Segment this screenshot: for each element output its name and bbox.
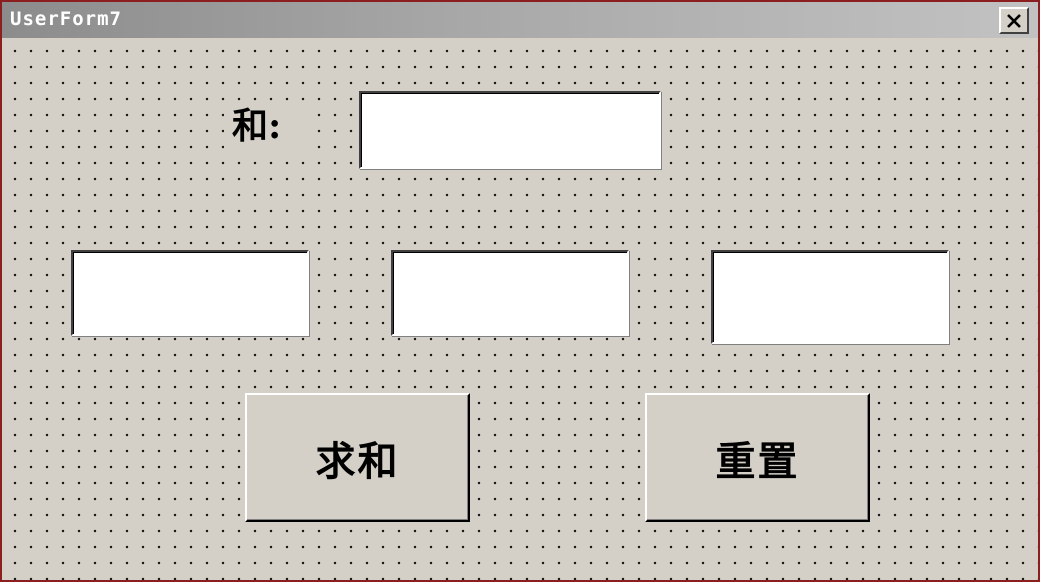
title-bar[interactable]: UserForm7 [2, 2, 1038, 38]
number-input-2[interactable] [391, 250, 629, 336]
sum-result-input[interactable] [359, 91, 661, 169]
window-title: UserForm7 [10, 8, 122, 30]
sum-button[interactable]: 求和 [245, 393, 470, 522]
close-icon [1007, 13, 1021, 28]
sum-label: 和: [224, 102, 314, 150]
form-client-area: 和: 求和 重置 [2, 38, 1038, 580]
reset-button[interactable]: 重置 [645, 393, 870, 522]
close-button[interactable] [999, 7, 1029, 34]
number-input-3[interactable] [711, 250, 949, 344]
number-input-1[interactable] [71, 250, 309, 336]
